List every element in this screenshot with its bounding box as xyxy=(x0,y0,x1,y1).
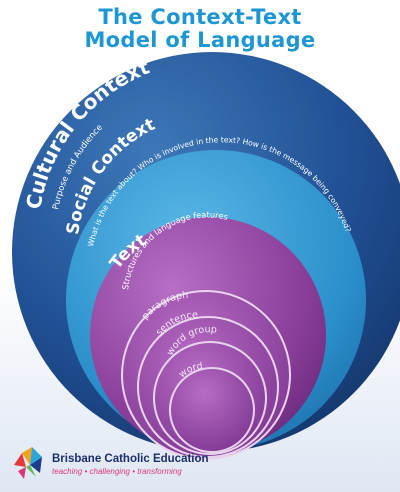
brisbane-catholic-education-logo-icon xyxy=(14,447,42,479)
footer: Brisbane Catholic Education teaching • c… xyxy=(10,443,260,483)
page-title: The Context-Text Model of Language xyxy=(0,6,400,52)
title-line-2: Model of Language xyxy=(84,28,316,52)
title-line-1: The Context-Text xyxy=(98,5,302,29)
organisation-name: Brisbane Catholic Education xyxy=(52,453,209,465)
organisation-tagline: teaching • challenging • transforming xyxy=(52,467,182,476)
ring-word xyxy=(169,367,255,453)
